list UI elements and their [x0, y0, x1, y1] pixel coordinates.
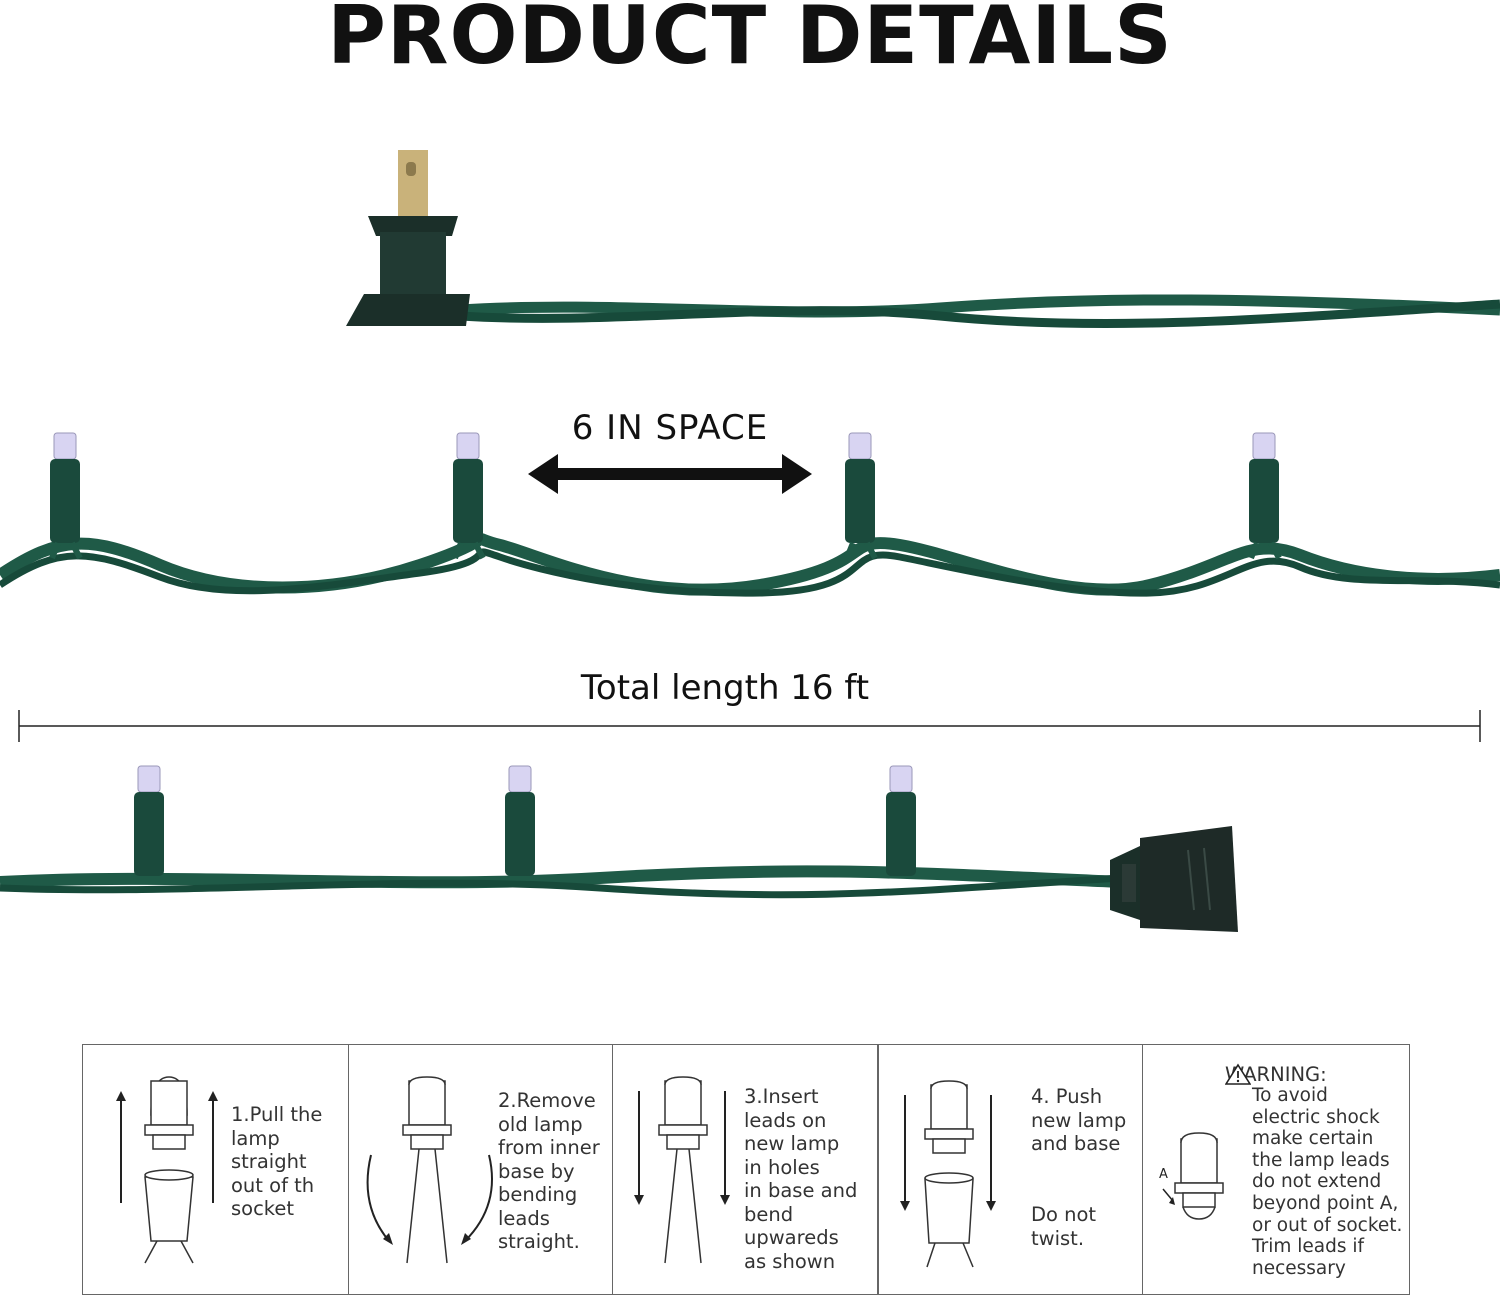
instruction-panel-3: 3.Insert leads on new lamp in holes in b… — [612, 1044, 878, 1295]
warning-body-text: To avoid electric shock make certain the… — [1252, 1085, 1403, 1279]
led-string-section-end — [0, 765, 1238, 932]
lamp-point-a-diagram-icon — [1162, 1132, 1224, 1220]
led-bulb-icon — [134, 765, 164, 876]
led-bulb-icon — [505, 765, 535, 876]
led-bulb-icon — [49, 432, 83, 560]
led-bulb-icon — [452, 432, 486, 560]
remove-lamp-diagram-icon — [366, 1076, 493, 1264]
warning-heading: WARNING: — [1225, 1063, 1327, 1087]
instruction-panel-2: 2.Remove old lamp from inner base by ben… — [348, 1044, 614, 1295]
instruction-step-text: 1.Pull the lamp straight out of th socke… — [231, 1103, 323, 1220]
male-plug-icon — [346, 150, 470, 326]
pull-lamp-diagram-icon — [116, 1076, 218, 1264]
warning-heading-text: WARNING: — [1225, 1063, 1327, 1086]
wire-strand — [459, 294, 1500, 329]
instruction-note-text: Do not twist. — [1031, 1203, 1097, 1250]
instruction-step-text: 4. Push new lamp and base — [1031, 1085, 1127, 1155]
led-bulb-icon — [844, 432, 878, 560]
led-string-section-middle — [0, 432, 1500, 597]
led-bulb-icon — [886, 765, 916, 876]
led-bulb-icon — [1248, 432, 1282, 560]
female-socket-icon — [1110, 826, 1238, 932]
double-arrow-icon — [528, 454, 812, 494]
spacing-label: 6 IN SPACE — [571, 408, 769, 448]
instruction-step-text: 3.Insert leads on new lamp in holes in b… — [744, 1085, 858, 1273]
length-dimension-line — [18, 710, 1481, 742]
instruction-panel-4: 4. Push new lamp and base Do not twist. — [878, 1044, 1144, 1295]
instruction-panel-1: 1.Pull the lamp straight out of th socke… — [82, 1044, 350, 1295]
point-a-label: A — [1159, 1167, 1168, 1182]
instruction-panel-warning: A WARNING: To avoid electric shock make … — [1142, 1044, 1410, 1295]
instruction-step-text: 2.Remove old lamp from inner base by ben… — [498, 1089, 600, 1253]
page-title: PRODUCT DETAILS — [327, 0, 1173, 82]
plug-wire-section — [346, 150, 1500, 329]
warning-triangle-icon — [1225, 1063, 1251, 1085]
insert-leads-diagram-icon — [634, 1076, 730, 1264]
push-lamp-diagram-icon — [900, 1080, 996, 1268]
wire-strand — [0, 865, 1121, 899]
total-length-label: Total length 16 ft — [580, 668, 870, 708]
